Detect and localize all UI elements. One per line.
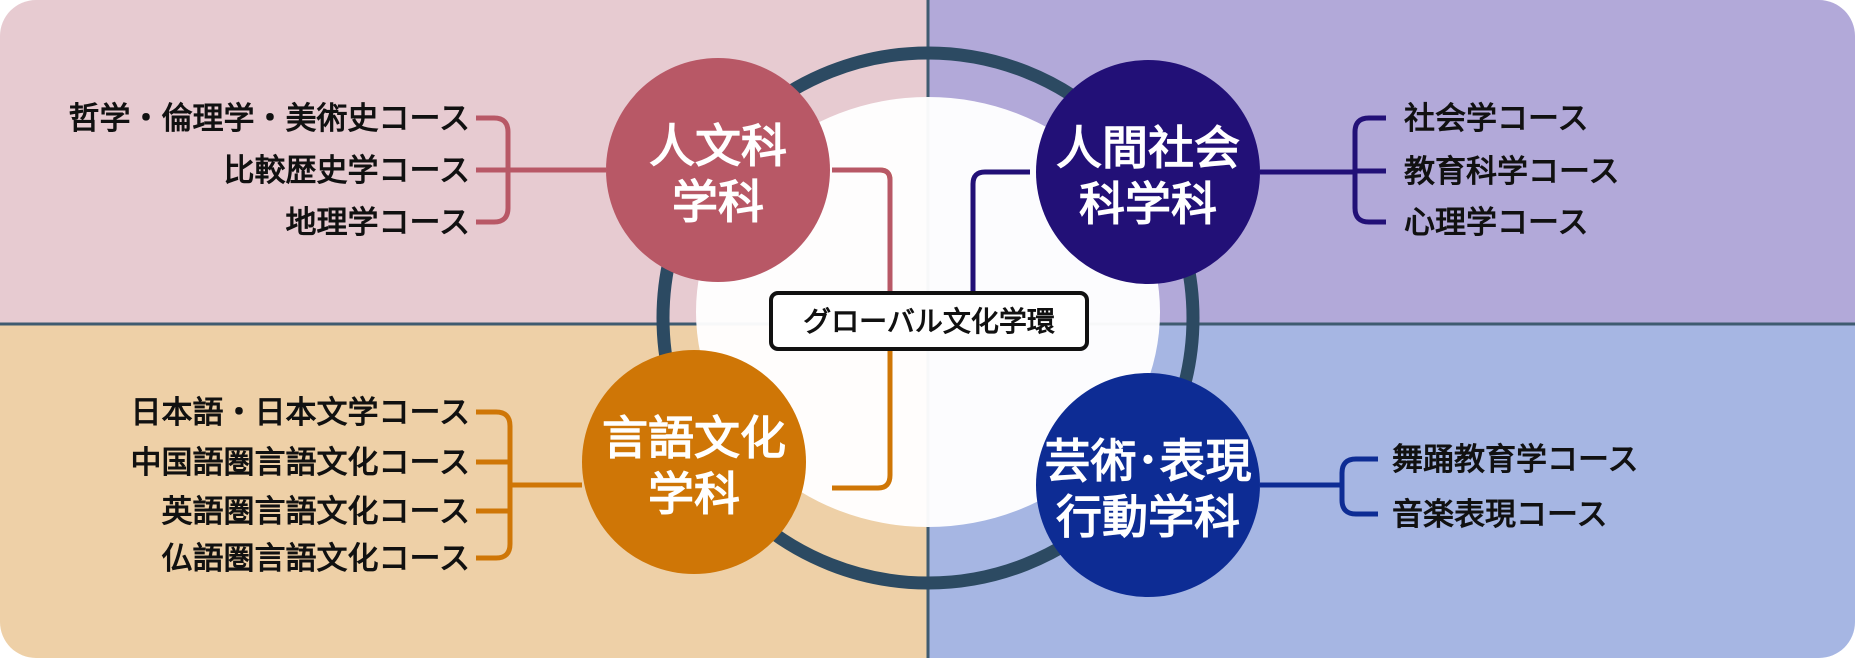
human-social-title-line: 科学科 <box>1079 177 1217 231</box>
human-social-course-label: 社会学コース <box>1404 101 1588 137</box>
language-culture-course-label: 仏語圏言語文化コース <box>162 541 470 577</box>
arts-expression-course-label: 舞踊教育学コース <box>1392 442 1638 478</box>
center-label: グローバル文化学環 <box>803 305 1056 338</box>
language-culture-circle <box>582 350 806 574</box>
arts-expression-course-label: 音楽表現コース <box>1392 497 1607 533</box>
humanities-circle <box>606 58 830 282</box>
center-label-box: グローバル文化学環 <box>769 291 1089 351</box>
humanities-title-line: 学科 <box>672 175 764 229</box>
arts-expression-title-line: 芸術･表現 <box>1045 434 1252 488</box>
humanities-course-label: 比較歴史学コース <box>224 153 470 189</box>
language-culture-course-label: 英語圏言語文化コース <box>162 494 470 530</box>
language-culture-title-line: 言語文化 <box>602 411 786 465</box>
human-social-circle <box>1036 60 1260 284</box>
human-social-course-label: 教育科学コース <box>1404 154 1619 190</box>
language-culture-course-label: 日本語・日本文学コース <box>131 395 470 431</box>
human-social-to-center-connector <box>970 169 1030 300</box>
human-social-course-label: 心理学コース <box>1404 205 1588 241</box>
language-culture-title-line: 学科 <box>648 467 740 521</box>
humanities-center-connector-top <box>832 167 893 300</box>
center-ring <box>656 46 1200 590</box>
humanities-title-line: 人文科 <box>649 119 787 173</box>
arts-expression-circle <box>1036 373 1260 597</box>
human-social-title-line: 人間社会 <box>1056 121 1240 175</box>
language-culture-course-label: 中国語圏言語文化コース <box>131 445 470 481</box>
arts-expression-title-line: 行動学科 <box>1056 490 1240 544</box>
humanities-course-label: 哲学・倫理学・美術史コース <box>69 101 470 137</box>
humanities-course-label: 地理学コース <box>286 205 470 241</box>
